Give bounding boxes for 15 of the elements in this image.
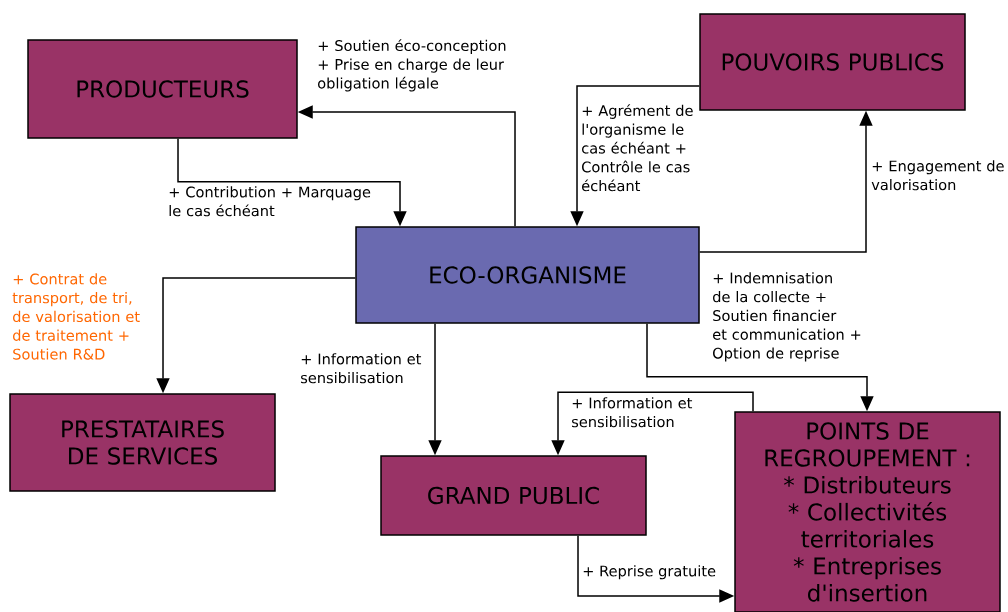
actor-box: POINTS DE REGROUPEMENT : * Distributeurs * Collectivités territoriales * Entreprises d'insertion bbox=[734, 411, 1001, 612]
edge-label: + Information et sensibilisation bbox=[572, 397, 693, 428]
actor-box: PRESTATAIRES DE SERVICES bbox=[9, 393, 276, 492]
organisation-box: ECO-ORGANISME bbox=[355, 226, 700, 324]
actor-box: PRODUCTEURS bbox=[27, 39, 298, 139]
edge-label: + Contrat de transport, de tri, de valorisation et de traitement + Soutien R&D bbox=[12, 273, 140, 360]
actor-box: GRAND PUBLIC bbox=[380, 455, 647, 536]
actor-box: POUVOIRS PUBLICS bbox=[699, 13, 966, 111]
edge-label: + Soutien éco-conception + Prise en charge de leur obligation légale bbox=[318, 39, 506, 92]
edge-label: + Indemnisation de la collecte + Soutien financier et communication + Option de reprise bbox=[713, 272, 861, 362]
edge-label: + Contribution + Marquage le cas échéant bbox=[169, 186, 371, 217]
edge-label: + Engagement de valorisation bbox=[871, 160, 1004, 191]
edge-label: + Agrément de l'organisme le cas échéant + Contrôle le cas échéant bbox=[582, 104, 693, 192]
edge-label: + Information et sensibilisation bbox=[301, 353, 422, 384]
edge-label: + Reprise gratuite bbox=[583, 565, 716, 580]
